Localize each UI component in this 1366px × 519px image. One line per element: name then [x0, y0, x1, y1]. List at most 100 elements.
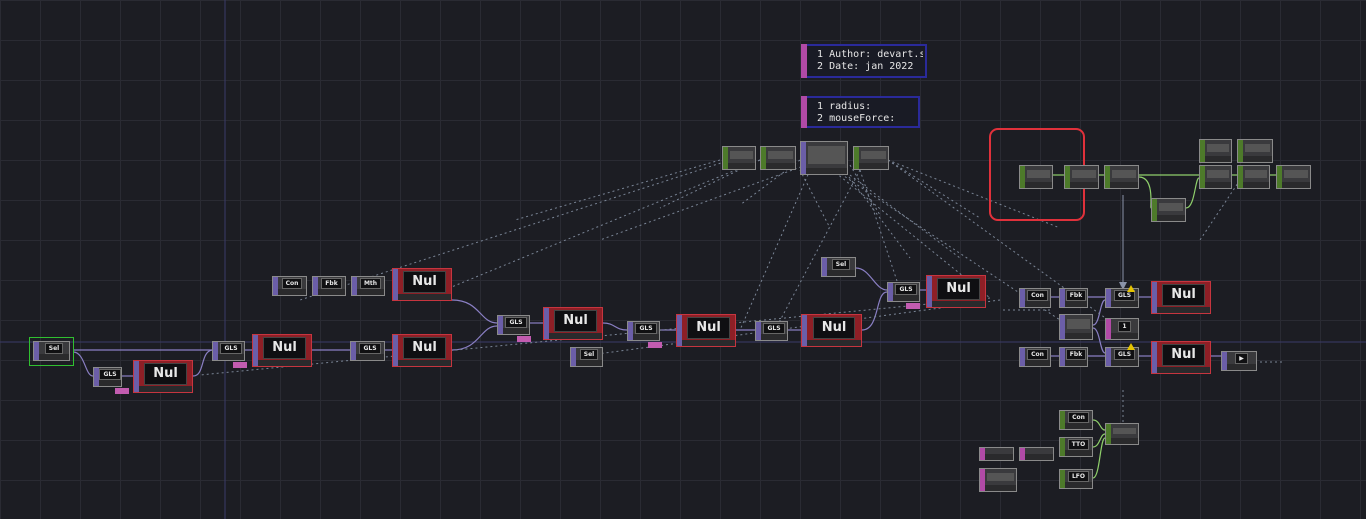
node-thumbnail-icon — [1159, 203, 1183, 211]
gls-node[interactable]: GLS — [1105, 288, 1139, 308]
arrowhead — [1119, 282, 1127, 290]
nul-node[interactable]: Nul — [926, 275, 986, 308]
chop-node[interactable] — [1237, 165, 1270, 189]
nul-node[interactable]: Nul — [1151, 281, 1211, 314]
node-thumbnail-icon — [808, 146, 845, 164]
chop-node[interactable] — [1276, 165, 1311, 189]
node-label: GLS — [763, 322, 785, 334]
node-thumbnail-icon — [1113, 428, 1136, 434]
node-label: Sel — [579, 348, 599, 360]
chop-node[interactable] — [1064, 165, 1099, 189]
chop-node[interactable] — [1199, 139, 1232, 163]
con-node[interactable]: Con — [1059, 410, 1093, 430]
con-node[interactable]: Con — [1019, 347, 1051, 367]
warning-icon[interactable] — [1127, 343, 1135, 350]
nul-node[interactable]: Nul — [676, 314, 736, 347]
gls-node[interactable]: GLS — [755, 321, 788, 341]
top-node[interactable] — [800, 141, 848, 175]
node-thumbnail-icon — [861, 151, 886, 159]
out-node[interactable]: ▶ — [1221, 351, 1257, 371]
node-label: Nul — [937, 277, 980, 300]
node-label: Nul — [812, 316, 856, 339]
node-thumbnail-icon — [730, 151, 753, 159]
node-label: Con — [281, 277, 303, 289]
con-node[interactable]: Con — [272, 276, 307, 296]
sel-node[interactable]: Sel — [821, 257, 856, 277]
nul-node[interactable]: Nul — [392, 268, 452, 301]
nul-node[interactable]: Nul — [133, 360, 193, 393]
node-label: GLS — [99, 368, 121, 380]
node-label: GLS — [1113, 348, 1136, 360]
node-thumbnail-icon — [1072, 170, 1096, 178]
nul-node[interactable]: Nul — [801, 314, 862, 347]
chop-node[interactable] — [1019, 165, 1053, 189]
node-label: GLS — [505, 316, 527, 328]
chop-node[interactable] — [853, 146, 889, 170]
dat-tab — [801, 96, 807, 128]
node-label: Mth — [359, 277, 382, 289]
gls-node[interactable]: GLS — [497, 315, 530, 335]
node-label: Nul — [263, 336, 306, 359]
play-icon: ▶ — [1235, 352, 1248, 364]
node-thumbnail-icon — [1284, 170, 1308, 178]
node-label: Nul — [144, 362, 187, 385]
con-node[interactable]: Con — [1019, 288, 1051, 308]
nul-node[interactable]: Nul — [252, 334, 312, 367]
chop-node[interactable] — [722, 146, 756, 170]
comment-author-dat[interactable]: 1 Author: devart.sp 2 Date: jan 2022 — [801, 44, 927, 78]
node-label: GLS — [895, 283, 917, 295]
warning-icon[interactable] — [1127, 285, 1135, 292]
sel-node[interactable]: Sel — [33, 341, 70, 361]
info-tag — [233, 362, 247, 368]
nul-node[interactable]: Nul — [543, 307, 603, 340]
chop-node[interactable] — [760, 146, 796, 170]
node-label: GLS — [359, 342, 381, 354]
node-label: Sel — [44, 342, 64, 354]
node-label: Nul — [403, 270, 446, 293]
chop-node[interactable] — [1199, 165, 1232, 189]
node-label: Con — [1027, 289, 1048, 301]
nul-node[interactable]: Nul — [1151, 341, 1211, 374]
node-thumbnail-icon — [1067, 319, 1090, 329]
dat-tab — [801, 44, 807, 78]
node-label: TTO — [1067, 438, 1090, 450]
comment-params-dat[interactable]: 1 radius: 2 mouseForce: — [801, 96, 920, 128]
chop-wires — [1053, 174, 1276, 479]
fbk-node[interactable]: Fbk — [1059, 288, 1088, 308]
node-label: Sel — [831, 258, 851, 270]
info-tag — [517, 336, 531, 342]
gls-node[interactable]: GLS — [350, 341, 385, 361]
gls-node[interactable]: GLS — [627, 321, 660, 341]
node-label: GLS — [1113, 289, 1136, 301]
lfo-node[interactable]: LFO — [1059, 469, 1093, 489]
dat-node[interactable] — [1019, 447, 1054, 461]
node-label: Con — [1027, 348, 1048, 360]
node-label: Nul — [554, 309, 597, 332]
fbk-node[interactable]: Fbk — [312, 276, 346, 296]
node-label: Nul — [1162, 343, 1205, 366]
sel-node[interactable]: Sel — [570, 347, 603, 367]
info-tag — [648, 342, 662, 348]
node-thumbnail-icon — [987, 473, 1014, 481]
constant-node[interactable]: 1 — [1105, 318, 1139, 340]
chop-node[interactable] — [1237, 139, 1273, 163]
dat-node[interactable] — [979, 447, 1014, 461]
chop-node[interactable] — [1151, 198, 1186, 222]
tto-node[interactable]: TTO — [1059, 437, 1093, 457]
dat-node[interactable] — [979, 468, 1017, 492]
mth-node[interactable]: Mth — [351, 276, 385, 296]
gls-node[interactable]: GLS — [887, 282, 920, 302]
node-label: GLS — [635, 322, 657, 334]
chop-node[interactable] — [1105, 423, 1139, 445]
top-node[interactable] — [1059, 314, 1093, 340]
chop-node[interactable] — [1104, 165, 1139, 189]
fbk-node[interactable]: Fbk — [1059, 347, 1088, 367]
node-thumbnail-icon — [1245, 170, 1267, 178]
gls-node[interactable]: GLS — [1105, 347, 1139, 367]
gls-node[interactable]: GLS — [93, 367, 122, 387]
node-thumbnail-icon — [1245, 144, 1270, 152]
gls-node[interactable]: GLS — [212, 341, 245, 361]
nul-node[interactable]: Nul — [392, 334, 452, 367]
node-label: GLS — [220, 342, 242, 354]
